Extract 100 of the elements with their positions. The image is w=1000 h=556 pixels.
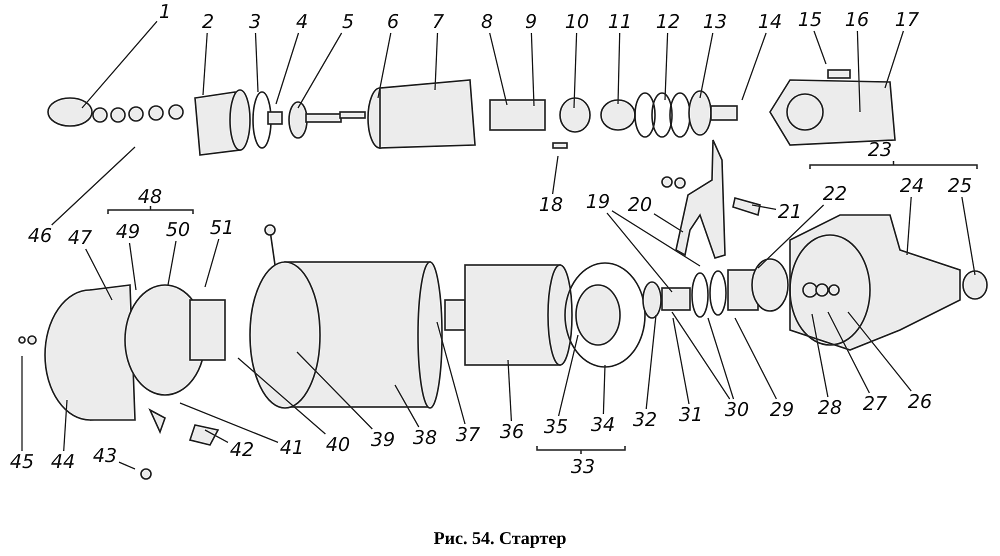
- callout-number: 9: [524, 12, 538, 32]
- leader-line: [707, 318, 734, 400]
- callout-number: 28: [816, 398, 844, 418]
- leader-line: [827, 312, 870, 394]
- callout-number: 44: [50, 452, 76, 472]
- leader-line: [752, 204, 776, 210]
- leader-line: [82, 20, 158, 108]
- leader-line: [558, 334, 579, 416]
- leader-line: [741, 32, 767, 100]
- leader-line: [813, 30, 827, 64]
- callout-number: 25: [946, 176, 974, 196]
- leader-line: [202, 32, 208, 96]
- leader-line: [63, 400, 68, 452]
- leader-line: [394, 384, 420, 428]
- leader-line: [377, 32, 392, 98]
- leader-line: [654, 213, 684, 233]
- leader-line: [296, 352, 373, 430]
- leader-line: [51, 146, 136, 226]
- callout-number: 38: [412, 428, 438, 448]
- callout-number: 20: [626, 195, 654, 215]
- callout-number: 14: [756, 12, 784, 32]
- leader-line: [906, 196, 912, 256]
- leader-line: [21, 356, 23, 451]
- leader-line: [489, 32, 508, 106]
- leader-line: [671, 312, 730, 400]
- callout-number: 11: [606, 12, 634, 32]
- callout-number: 8: [480, 12, 494, 32]
- callout-number: 22: [822, 184, 848, 204]
- callout-number: 41: [278, 438, 306, 458]
- callout-number: 7: [430, 12, 446, 32]
- leader-line: [275, 32, 300, 104]
- callout-number: 6: [386, 12, 400, 32]
- callout-number: 12: [654, 12, 682, 32]
- callout-number: 18: [538, 195, 564, 215]
- leader-line: [606, 212, 672, 292]
- leader-line: [961, 196, 976, 276]
- callout-number: 51: [208, 218, 236, 238]
- callout-number: 40: [324, 435, 352, 455]
- leader-line: [128, 242, 137, 290]
- leader-line: [758, 204, 824, 268]
- leader-line: [552, 156, 559, 194]
- callout-number: 43: [92, 446, 118, 466]
- figure-caption: Рис. 54. Стартер: [434, 528, 566, 549]
- leader-line: [856, 30, 861, 112]
- callout-number: 35: [542, 417, 570, 437]
- leader-line: [297, 32, 342, 108]
- callout-number: 19: [584, 192, 612, 212]
- callout-number: 48: [136, 187, 164, 207]
- callout-number: 3: [248, 12, 262, 32]
- leader-line: [118, 462, 136, 470]
- leader-line: [238, 358, 326, 434]
- callout-number: 29: [768, 400, 796, 420]
- callout-number: 13: [702, 12, 728, 32]
- leader-line: [167, 240, 177, 286]
- callout-number: 50: [164, 220, 192, 240]
- leader-line: [85, 248, 113, 300]
- callout-number: 30: [724, 400, 750, 420]
- callout-number: 37: [454, 425, 482, 445]
- callout-number: 39: [370, 430, 396, 450]
- leader-line: [573, 32, 578, 108]
- leader-line: [436, 322, 466, 424]
- callout-number: 4: [294, 12, 310, 32]
- callout-number: 17: [894, 10, 920, 30]
- callout-number: 2: [200, 12, 216, 32]
- callout-number: 36: [498, 422, 526, 442]
- callout-number: 33: [570, 457, 596, 477]
- callout-number: 27: [862, 394, 888, 414]
- leader-line: [204, 429, 228, 443]
- callout-number: 10: [564, 12, 590, 32]
- callout-number: 34: [590, 415, 616, 435]
- leader-line: [254, 32, 259, 92]
- leader-line: [617, 32, 620, 104]
- callout-number: 46: [26, 226, 54, 246]
- leader-line: [180, 402, 278, 443]
- callout-number: 21: [776, 202, 804, 222]
- leader-line: [602, 364, 606, 414]
- callout-number: 16: [844, 10, 870, 30]
- leader-line: [664, 32, 668, 100]
- leader-line: [734, 318, 777, 400]
- leader-line: [699, 32, 714, 98]
- leader-line: [884, 30, 904, 88]
- leader-line: [848, 312, 912, 392]
- callout-number: 32: [632, 410, 658, 430]
- callout-number: 47: [66, 228, 94, 248]
- callout-number: 15: [796, 10, 824, 30]
- leader-line: [612, 210, 700, 267]
- callout-number: 23: [866, 140, 894, 160]
- callout-number: 31: [678, 405, 704, 425]
- leader-line: [811, 314, 829, 398]
- callout-number: 26: [906, 392, 934, 412]
- leader-line: [646, 314, 657, 410]
- callout-number: 42: [228, 440, 256, 460]
- callout-number: 24: [898, 176, 926, 196]
- leader-line: [672, 318, 690, 404]
- leader-line: [434, 32, 438, 90]
- callout-number: 5: [340, 12, 356, 32]
- leader-line: [530, 32, 535, 106]
- leader-line: [507, 360, 512, 422]
- leader-line: [204, 238, 220, 288]
- callout-number: 49: [114, 222, 142, 242]
